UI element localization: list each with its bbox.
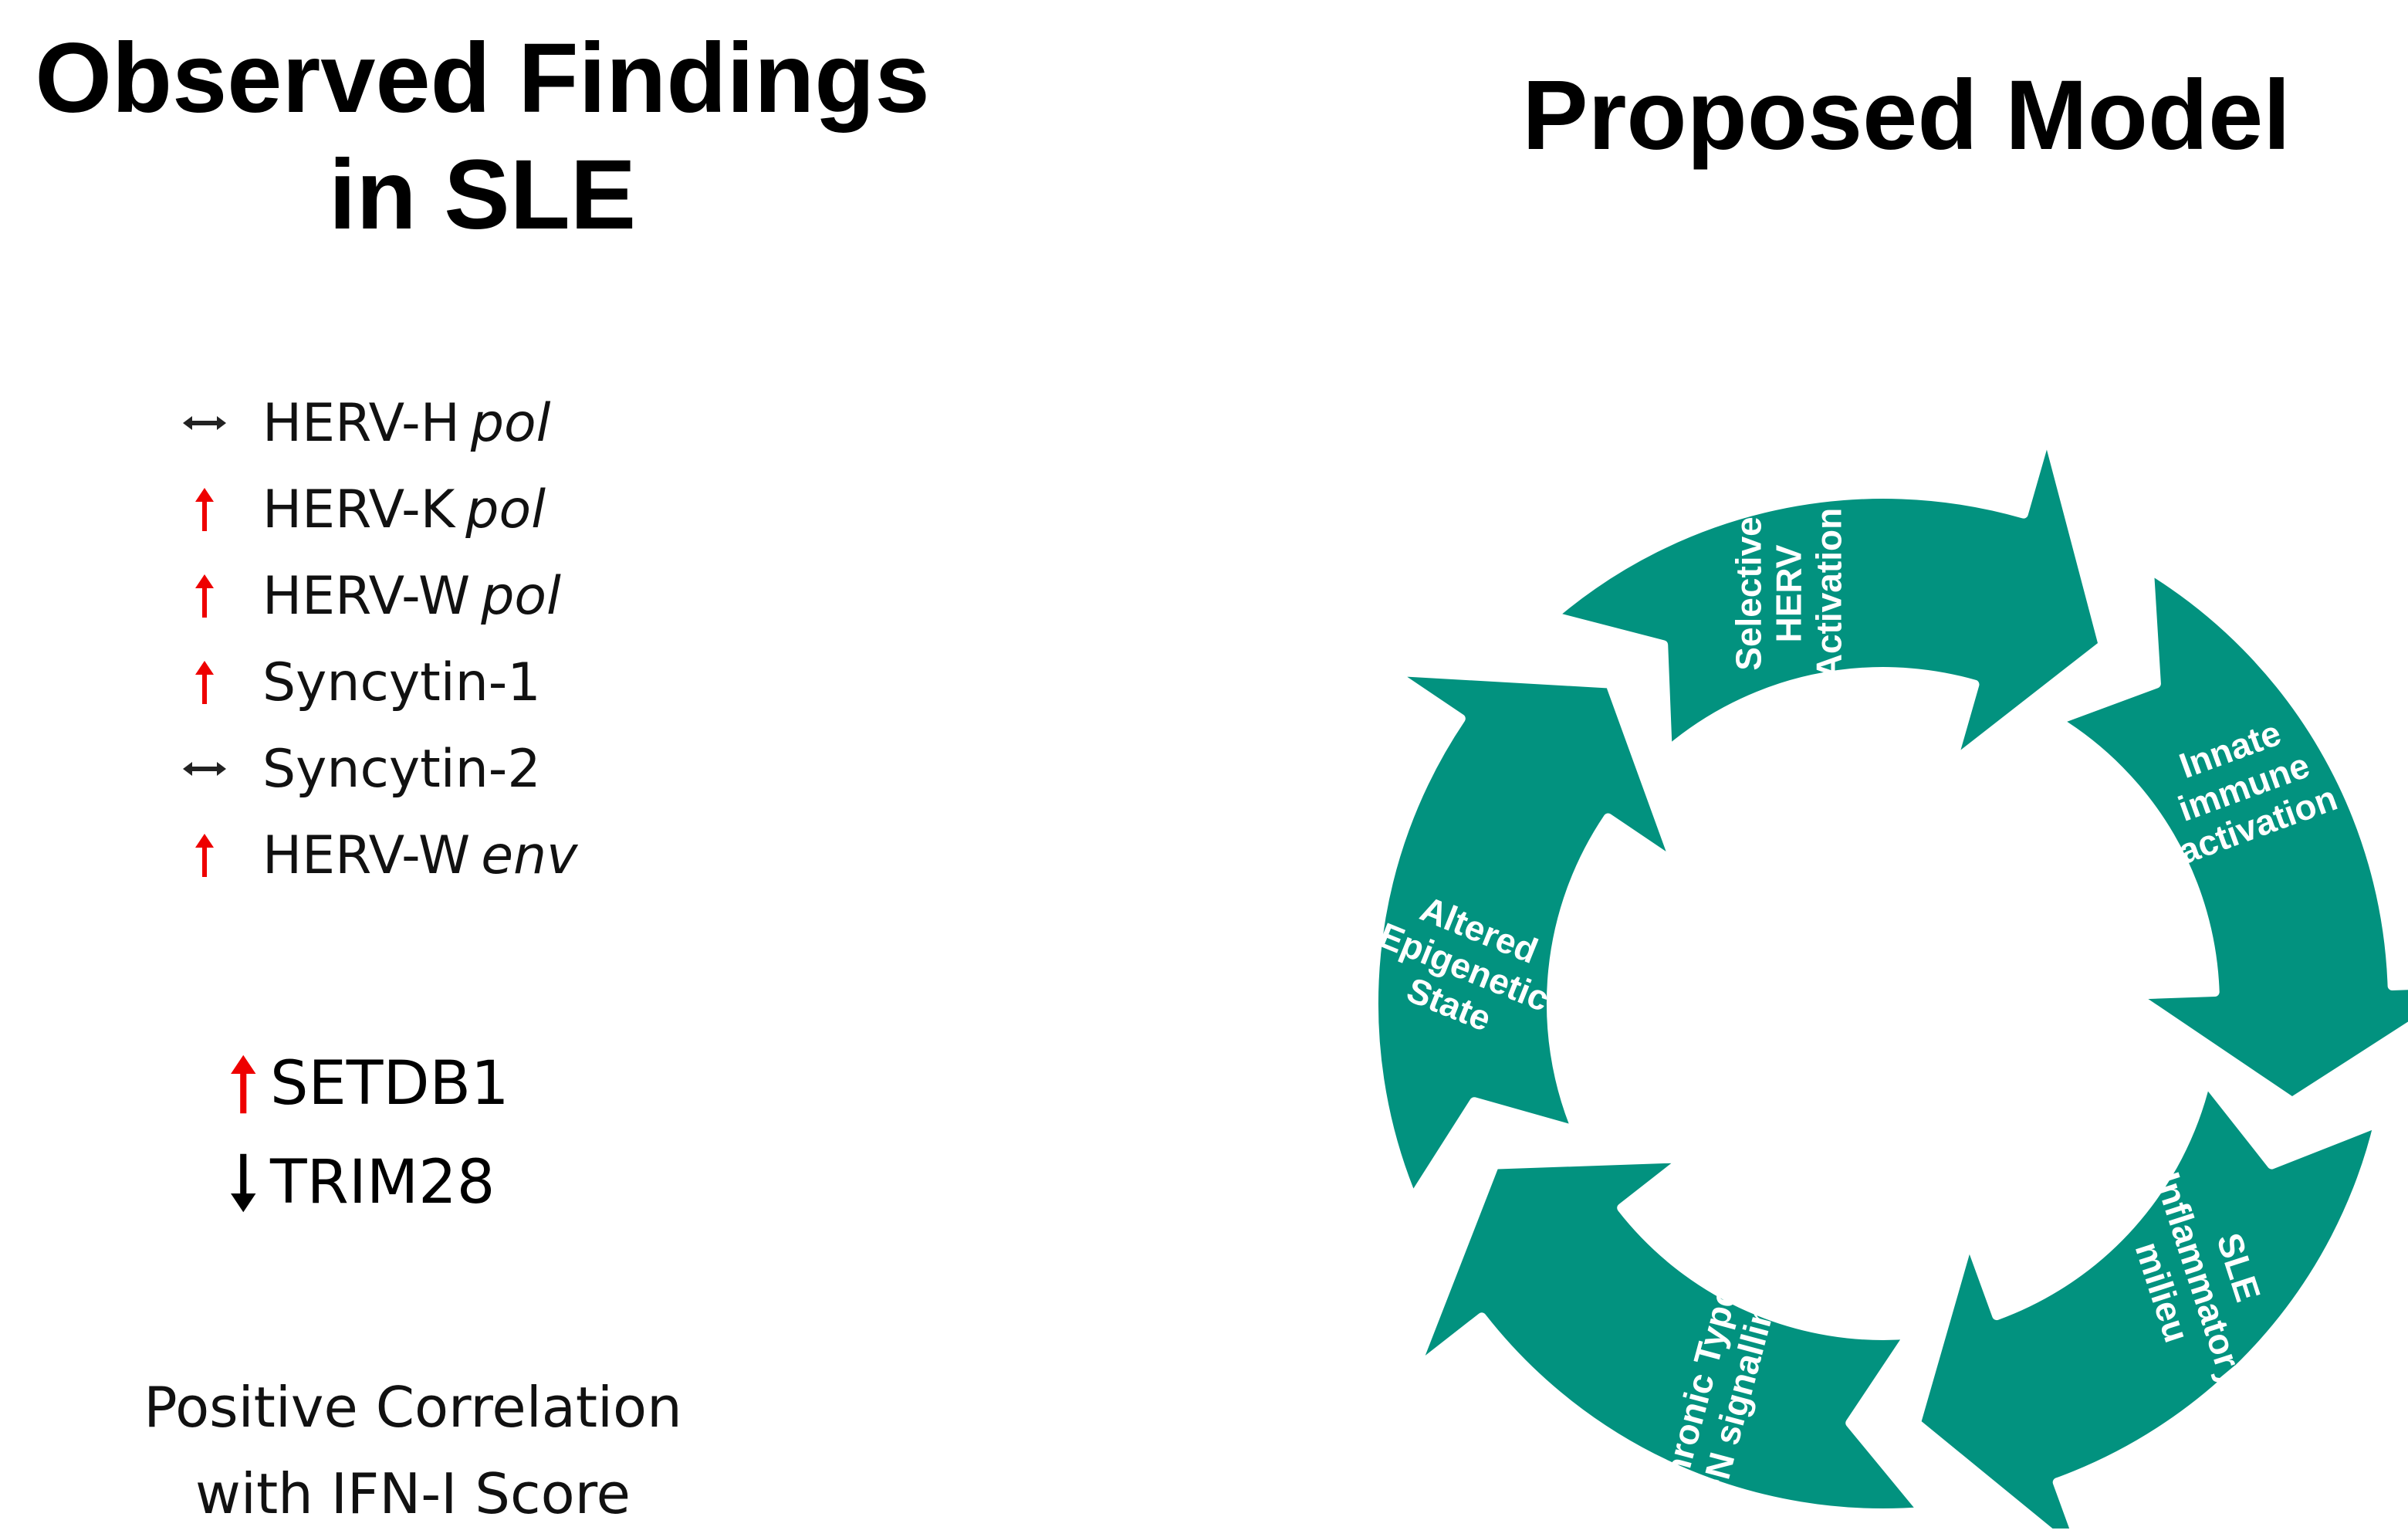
regulator-gene: TRIM28 xyxy=(270,1148,495,1217)
finding-herv-h-pol: HERV-H pol xyxy=(147,380,577,466)
up-arrow-icon xyxy=(195,661,214,704)
regulator-gene: SETDB1 xyxy=(270,1049,509,1119)
cycle-arrow-shape xyxy=(1547,427,2108,767)
change-icon xyxy=(147,573,262,619)
finding-gene: Syncytin-1 xyxy=(262,652,541,713)
cycle-arrow-shape xyxy=(2051,564,2408,1107)
correlation-line2: with IFN-I Score xyxy=(195,1461,631,1526)
findings-list: HERV-H pol HERV-K pol HERV-W pol Syncyti… xyxy=(147,380,577,899)
finding-gene: Syncytin-2 xyxy=(262,738,541,800)
finding-gene: HERV-H xyxy=(262,392,460,454)
change-icon xyxy=(216,1152,270,1214)
change-icon xyxy=(147,832,262,879)
finding-region: pol xyxy=(465,479,546,540)
finding-syncytin-2: Syncytin-2 xyxy=(147,726,577,812)
regulator-setdb1: SETDB1 xyxy=(216,1034,509,1133)
change-icon xyxy=(216,1053,270,1116)
cycle-step-1: Innateimmuneactivation xyxy=(2051,564,2408,1107)
finding-herv-w-env: HERV-W env xyxy=(147,812,577,899)
up-arrow-icon xyxy=(195,488,214,531)
findings-title: Observed Findings in SLE xyxy=(0,20,965,253)
change-icon xyxy=(147,759,262,779)
up-arrow-icon xyxy=(230,1055,256,1113)
model-title: Proposed Model xyxy=(1522,60,2291,171)
finding-region: pol xyxy=(481,565,561,627)
left-right-arrow-icon xyxy=(183,416,226,430)
cycle-step-5: SelectiveHERVActivation xyxy=(1547,427,2108,767)
cycle-step-2: SLEInflammatorymilieu xyxy=(1911,1076,2383,1529)
change-icon xyxy=(147,486,262,533)
correlation-line1: Positive Correlation xyxy=(144,1375,682,1440)
change-icon xyxy=(147,659,262,706)
finding-herv-w-pol: HERV-W pol xyxy=(147,553,577,639)
left-right-arrow-icon xyxy=(183,762,226,776)
finding-gene: HERV-W xyxy=(262,565,471,627)
down-arrow-icon xyxy=(230,1153,256,1212)
findings-title-line2: in SLE xyxy=(328,140,637,251)
cycle-step-line: Selective xyxy=(1728,516,1768,670)
up-arrow-icon xyxy=(195,574,214,618)
finding-region: pol xyxy=(470,392,551,454)
finding-gene: HERV-W xyxy=(262,824,471,886)
finding-syncytin-1: Syncytin-1 xyxy=(147,639,577,726)
up-arrow-icon xyxy=(195,834,214,877)
proposed-model-cycle: InnateimmuneactivationSLEInflammatorymil… xyxy=(1368,427,2408,1529)
cycle-step-4: AlteredEpigeneticState xyxy=(1368,666,1680,1204)
regulator-list: SETDB1 TRIM28 xyxy=(216,1034,509,1232)
findings-title-line1: Observed Findings xyxy=(35,23,930,134)
regulator-trim28: TRIM28 xyxy=(216,1133,509,1232)
cycle-step-line: Activation xyxy=(1808,508,1848,679)
ifn-correlation-note: Positive Correlation with IFN-I Score xyxy=(46,1365,780,1537)
cycle-step-label: SelectiveHERVActivation xyxy=(1728,508,1848,679)
cycle-arrow-shape xyxy=(1410,1153,1928,1518)
change-icon xyxy=(147,413,262,433)
cycle-arrow-shape xyxy=(1368,666,1680,1204)
finding-gene: HERV-K xyxy=(262,479,455,540)
finding-region: env xyxy=(481,824,578,886)
cycle-step-3: Chronic Type IIFN signalling xyxy=(1410,1153,1928,1518)
finding-herv-k-pol: HERV-K pol xyxy=(147,466,577,553)
cycle-step-line: HERV xyxy=(1768,544,1808,642)
cycle-arrow-shape xyxy=(1911,1076,2383,1529)
